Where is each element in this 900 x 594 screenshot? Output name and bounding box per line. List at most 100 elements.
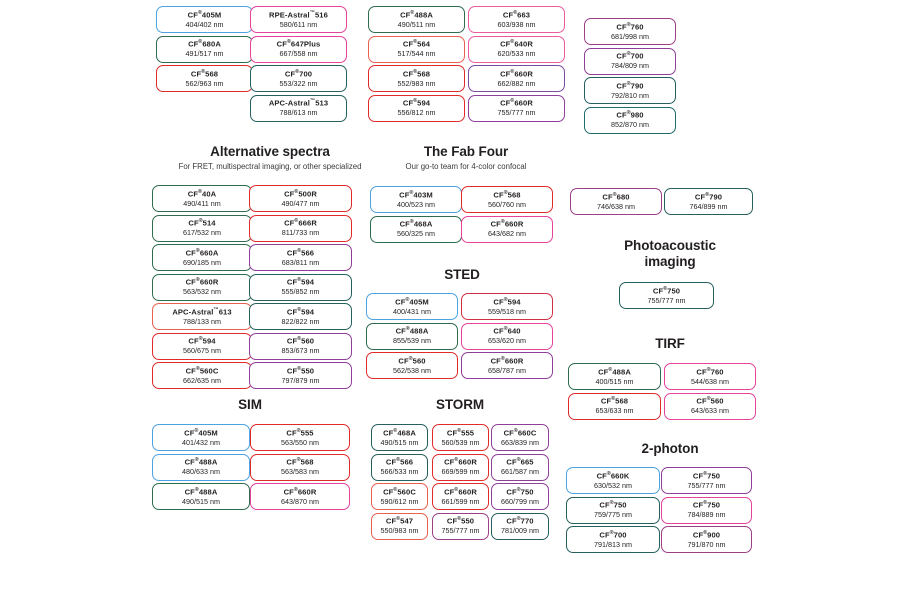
dye-name: CF®660A — [186, 247, 219, 258]
dye-name: CF®488A — [598, 367, 631, 377]
section-title-two-photon: 2-photon — [641, 441, 699, 456]
dye-trademark-symbol: ® — [195, 365, 200, 372]
dye-number: 405M — [198, 428, 218, 438]
dye-trademark-symbol: ® — [198, 336, 203, 342]
dye-name: CF®750 — [693, 500, 720, 510]
dye-ex-em-values: 797/879 nm — [281, 375, 320, 385]
dye-name: CF®405M — [395, 297, 429, 307]
dye-brand: CF — [184, 457, 195, 467]
dye-number: 790 — [630, 81, 644, 91]
dye-ex-em-values: 788/133 nm — [183, 316, 221, 326]
dye-ex-em-values: 552/983 nm — [397, 78, 436, 88]
dye-brand: CF — [444, 487, 455, 497]
dye-ex-em-values: 480/633 nm — [182, 467, 220, 477]
dye-number: 660R — [199, 277, 219, 287]
dye-trademark-symbol: ® — [195, 247, 200, 254]
section-title-fab-four: The Fab Four — [423, 144, 509, 159]
dye-number: 760 — [630, 22, 644, 32]
dye-name: CF®790 — [695, 192, 722, 202]
dye-number: 750 — [613, 500, 627, 510]
dye-number: 568 — [615, 396, 629, 406]
dye-name: CF®594 — [493, 297, 520, 307]
dye-ex-em-values: 590/612 nm — [380, 496, 419, 506]
dye-ex-em-values: 400/431 nm — [393, 306, 431, 316]
dye-name: CF®750 — [693, 471, 720, 481]
